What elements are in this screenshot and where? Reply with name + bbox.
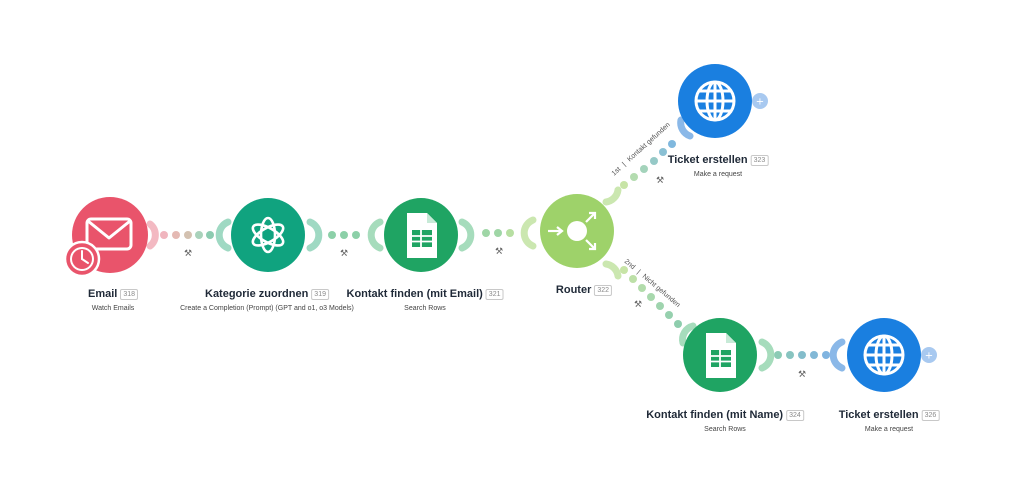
module-subtitle: Watch Emails: [91, 305, 135, 312]
module-id-badge: 324: [786, 410, 804, 421]
svg-text:⚒: ⚒: [495, 247, 503, 257]
module-id-badge: 321: [485, 289, 504, 300]
svg-text:+: +: [925, 351, 933, 362]
module-title: Email: [87, 288, 118, 300]
globe-icon: [694, 80, 736, 122]
module-kontakt-finden-email[interactable]: [367, 198, 475, 272]
svg-text:2nd | Nicht gefund: 2nd | Nicht gefunden: [623, 258, 682, 309]
svg-text:⚒: ⚒: [184, 249, 192, 259]
module-title: Ticket erstellen: [838, 409, 919, 421]
connector-kontakt-name-ticket2[interactable]: [774, 351, 830, 359]
module-id-badge: 318: [120, 289, 139, 300]
module-subtitle: Create a Completion (Prompt) (GPT and o1…: [180, 305, 354, 312]
svg-text:⚒: ⚒: [798, 370, 806, 380]
module-title: Router: [555, 284, 592, 296]
module-kontakt-finden-name[interactable]: [679, 318, 775, 392]
google-sheets-icon: [706, 333, 736, 378]
openai-icon: [251, 216, 285, 254]
module-id-badge: 319: [311, 289, 329, 300]
router-icon: [548, 211, 597, 251]
module-id-badge: 323: [750, 155, 769, 166]
module-id-badge: 322: [594, 285, 613, 296]
module-ticket-erstellen-1[interactable]: +: [677, 64, 768, 140]
google-sheets-icon: [407, 213, 437, 258]
module-kategorie-zuordnen[interactable]: [215, 198, 323, 272]
module-email[interactable]: [63, 197, 159, 278]
route-label-2[interactable]: 2nd | Nicht gefunden: [623, 258, 682, 309]
svg-text:⚒: ⚒: [656, 176, 664, 186]
module-title: Kontakt finden (mit Email): [346, 288, 483, 300]
svg-text:+: +: [756, 97, 764, 108]
add-icon[interactable]: +: [921, 347, 937, 363]
globe-icon: [863, 334, 905, 376]
mail-icon: [85, 217, 133, 251]
module-subtitle: Search Rows: [704, 426, 746, 433]
connector-route-1[interactable]: [620, 140, 676, 189]
module-subtitle: Make a request: [693, 171, 743, 178]
connector-kategorie-kontakt-email[interactable]: [328, 231, 360, 239]
wrench-icon[interactable]: ⚒: [634, 300, 642, 310]
svg-text:⚒: ⚒: [634, 300, 642, 310]
module-label-kontakt-email: Kontakt finden (mit Email)321 Search Row…: [347, 284, 504, 312]
module-subtitle: Search Rows: [404, 305, 446, 312]
module-title: Ticket erstellen: [667, 154, 748, 166]
module-title: Kategorie zuordnen: [205, 288, 309, 300]
wrench-icon[interactable]: ⚒: [798, 370, 806, 380]
module-subtitle: Make a request: [864, 426, 914, 433]
module-ticket-erstellen-2[interactable]: +: [829, 318, 937, 392]
connector-email-kategorie[interactable]: [160, 231, 214, 239]
clock-icon: [63, 240, 101, 278]
wrench-icon[interactable]: ⚒: [495, 247, 503, 257]
module-router[interactable]: [520, 186, 622, 280]
connector-kontakt-email-router[interactable]: [482, 229, 514, 237]
wrench-icon[interactable]: ⚒: [184, 249, 192, 259]
wrench-icon[interactable]: ⚒: [340, 249, 348, 259]
add-icon[interactable]: +: [752, 93, 768, 109]
svg-text:⚒: ⚒: [340, 249, 348, 259]
module-label-kontakt-name: Kontakt finden (mit Name)324 Search Rows: [646, 405, 804, 433]
module-title: Kontakt finden (mit Name): [646, 409, 784, 421]
wrench-icon[interactable]: ⚒: [656, 176, 664, 186]
module-id-badge: 326: [921, 410, 940, 421]
connector-route-2[interactable]: [620, 266, 682, 328]
